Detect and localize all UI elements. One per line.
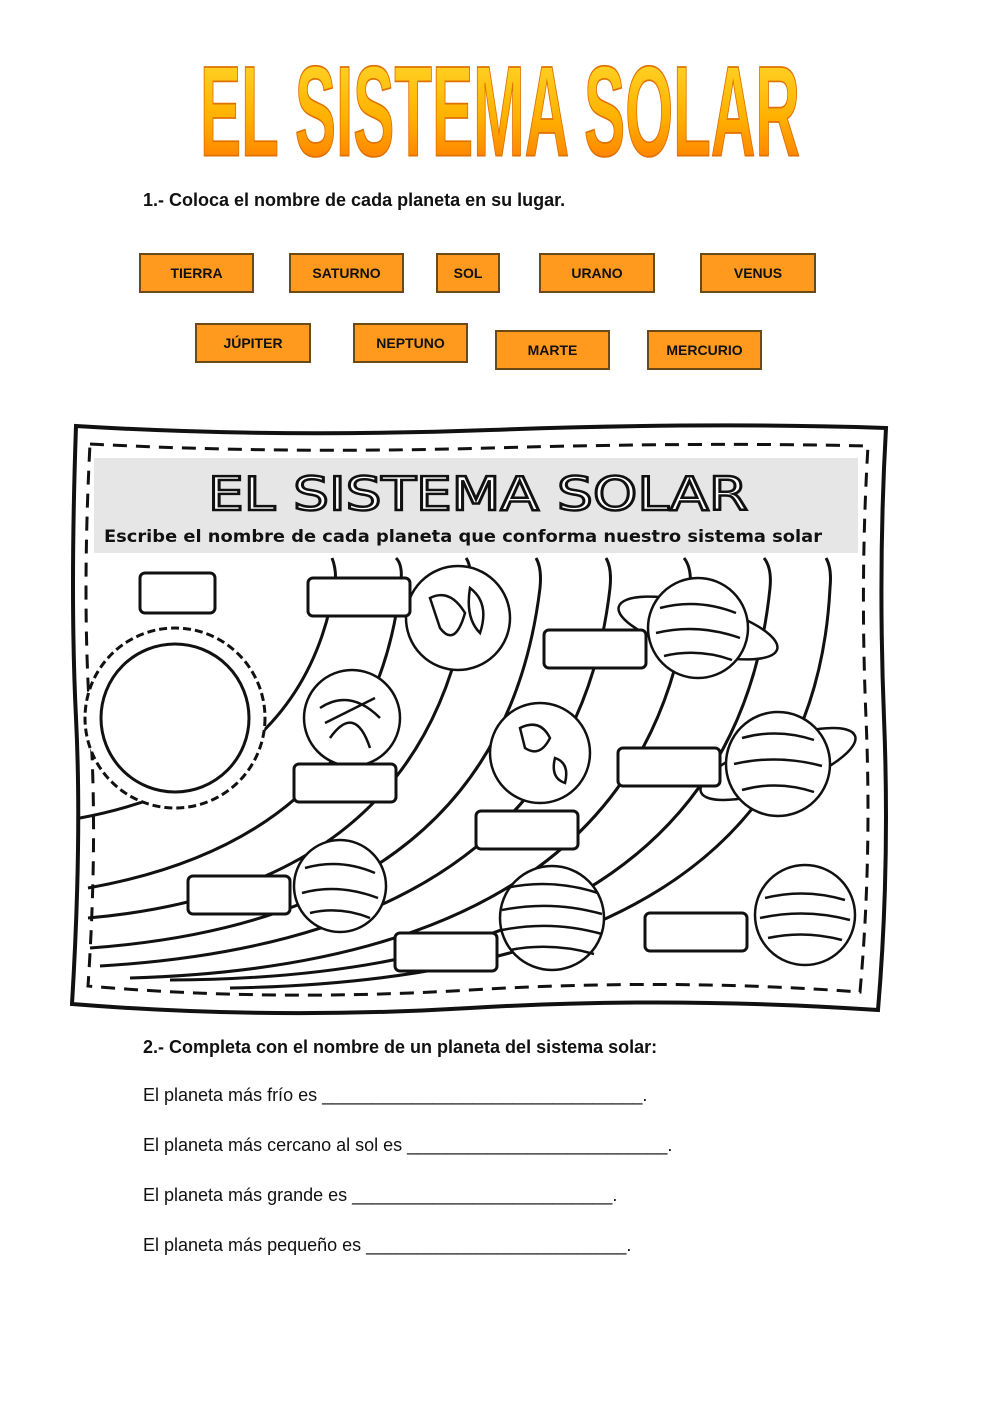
diagram-title: EL SISTEMA SOLAR: [208, 467, 748, 521]
planet-venus-icon: [302, 668, 402, 768]
chip-marte[interactable]: MARTE: [495, 330, 610, 370]
section2-instruction: 2.- Completa con el nombre de un planeta…: [143, 1037, 658, 1057]
question-2[interactable]: El planeta más cercano al sol es _______…: [143, 1135, 673, 1155]
chip-mercurio[interactable]: MERCURIO: [647, 330, 762, 370]
planet-mercury-icon: [292, 838, 388, 934]
chip-urano[interactable]: URANO: [539, 253, 655, 293]
label-box-7[interactable]: [393, 931, 499, 973]
header-band: [94, 458, 858, 553]
label-box-2[interactable]: [542, 628, 648, 670]
label-box-sun[interactable]: [138, 571, 217, 615]
chip-jupiter[interactable]: JÚPITER: [195, 323, 311, 363]
paper-frame: [70, 423, 889, 1016]
question-3[interactable]: El planeta más grande es _______________…: [143, 1185, 618, 1205]
dashed-border: [84, 442, 870, 997]
chip-saturno[interactable]: SATURNO: [289, 253, 404, 293]
label-box-1[interactable]: [306, 576, 412, 618]
worksheet-title: EL SISTEMA SOLAR: [199, 39, 801, 168]
chip-venus[interactable]: VENUS: [700, 253, 816, 293]
chip-sol[interactable]: SOL: [436, 253, 500, 293]
planet-neptune-icon: [753, 863, 857, 967]
planet-saturn-icon: [617, 576, 779, 680]
planet-earth-icon: [404, 564, 512, 672]
label-box-8[interactable]: [643, 911, 749, 953]
label-box-5[interactable]: [474, 809, 580, 851]
planet-uranus-icon: [699, 710, 857, 818]
question-1[interactable]: El planeta más frío es _________________…: [143, 1085, 648, 1105]
sun-icon: [83, 626, 267, 810]
chip-neptuno[interactable]: NEPTUNO: [353, 323, 468, 363]
solar-system-diagram: EL SISTEMA SOLAR Escribe el nombre de ca…: [70, 423, 889, 1016]
section1-instruction: 1.- Coloca el nombre de cada planeta en …: [143, 190, 566, 210]
worksheet-title-text: EL SISTEMA SOLAR: [200, 39, 800, 168]
label-box-4[interactable]: [616, 746, 722, 788]
question-4[interactable]: El planeta más pequeño es ______________…: [143, 1235, 632, 1255]
diagram-subtitle: Escribe el nombre de cada planeta que co…: [104, 527, 823, 547]
planet-jupiter-icon: [498, 864, 606, 972]
label-box-6[interactable]: [186, 874, 292, 916]
chip-tierra[interactable]: TIERRA: [139, 253, 254, 293]
label-box-3[interactable]: [292, 762, 398, 804]
planet-mars-icon: [488, 701, 592, 805]
